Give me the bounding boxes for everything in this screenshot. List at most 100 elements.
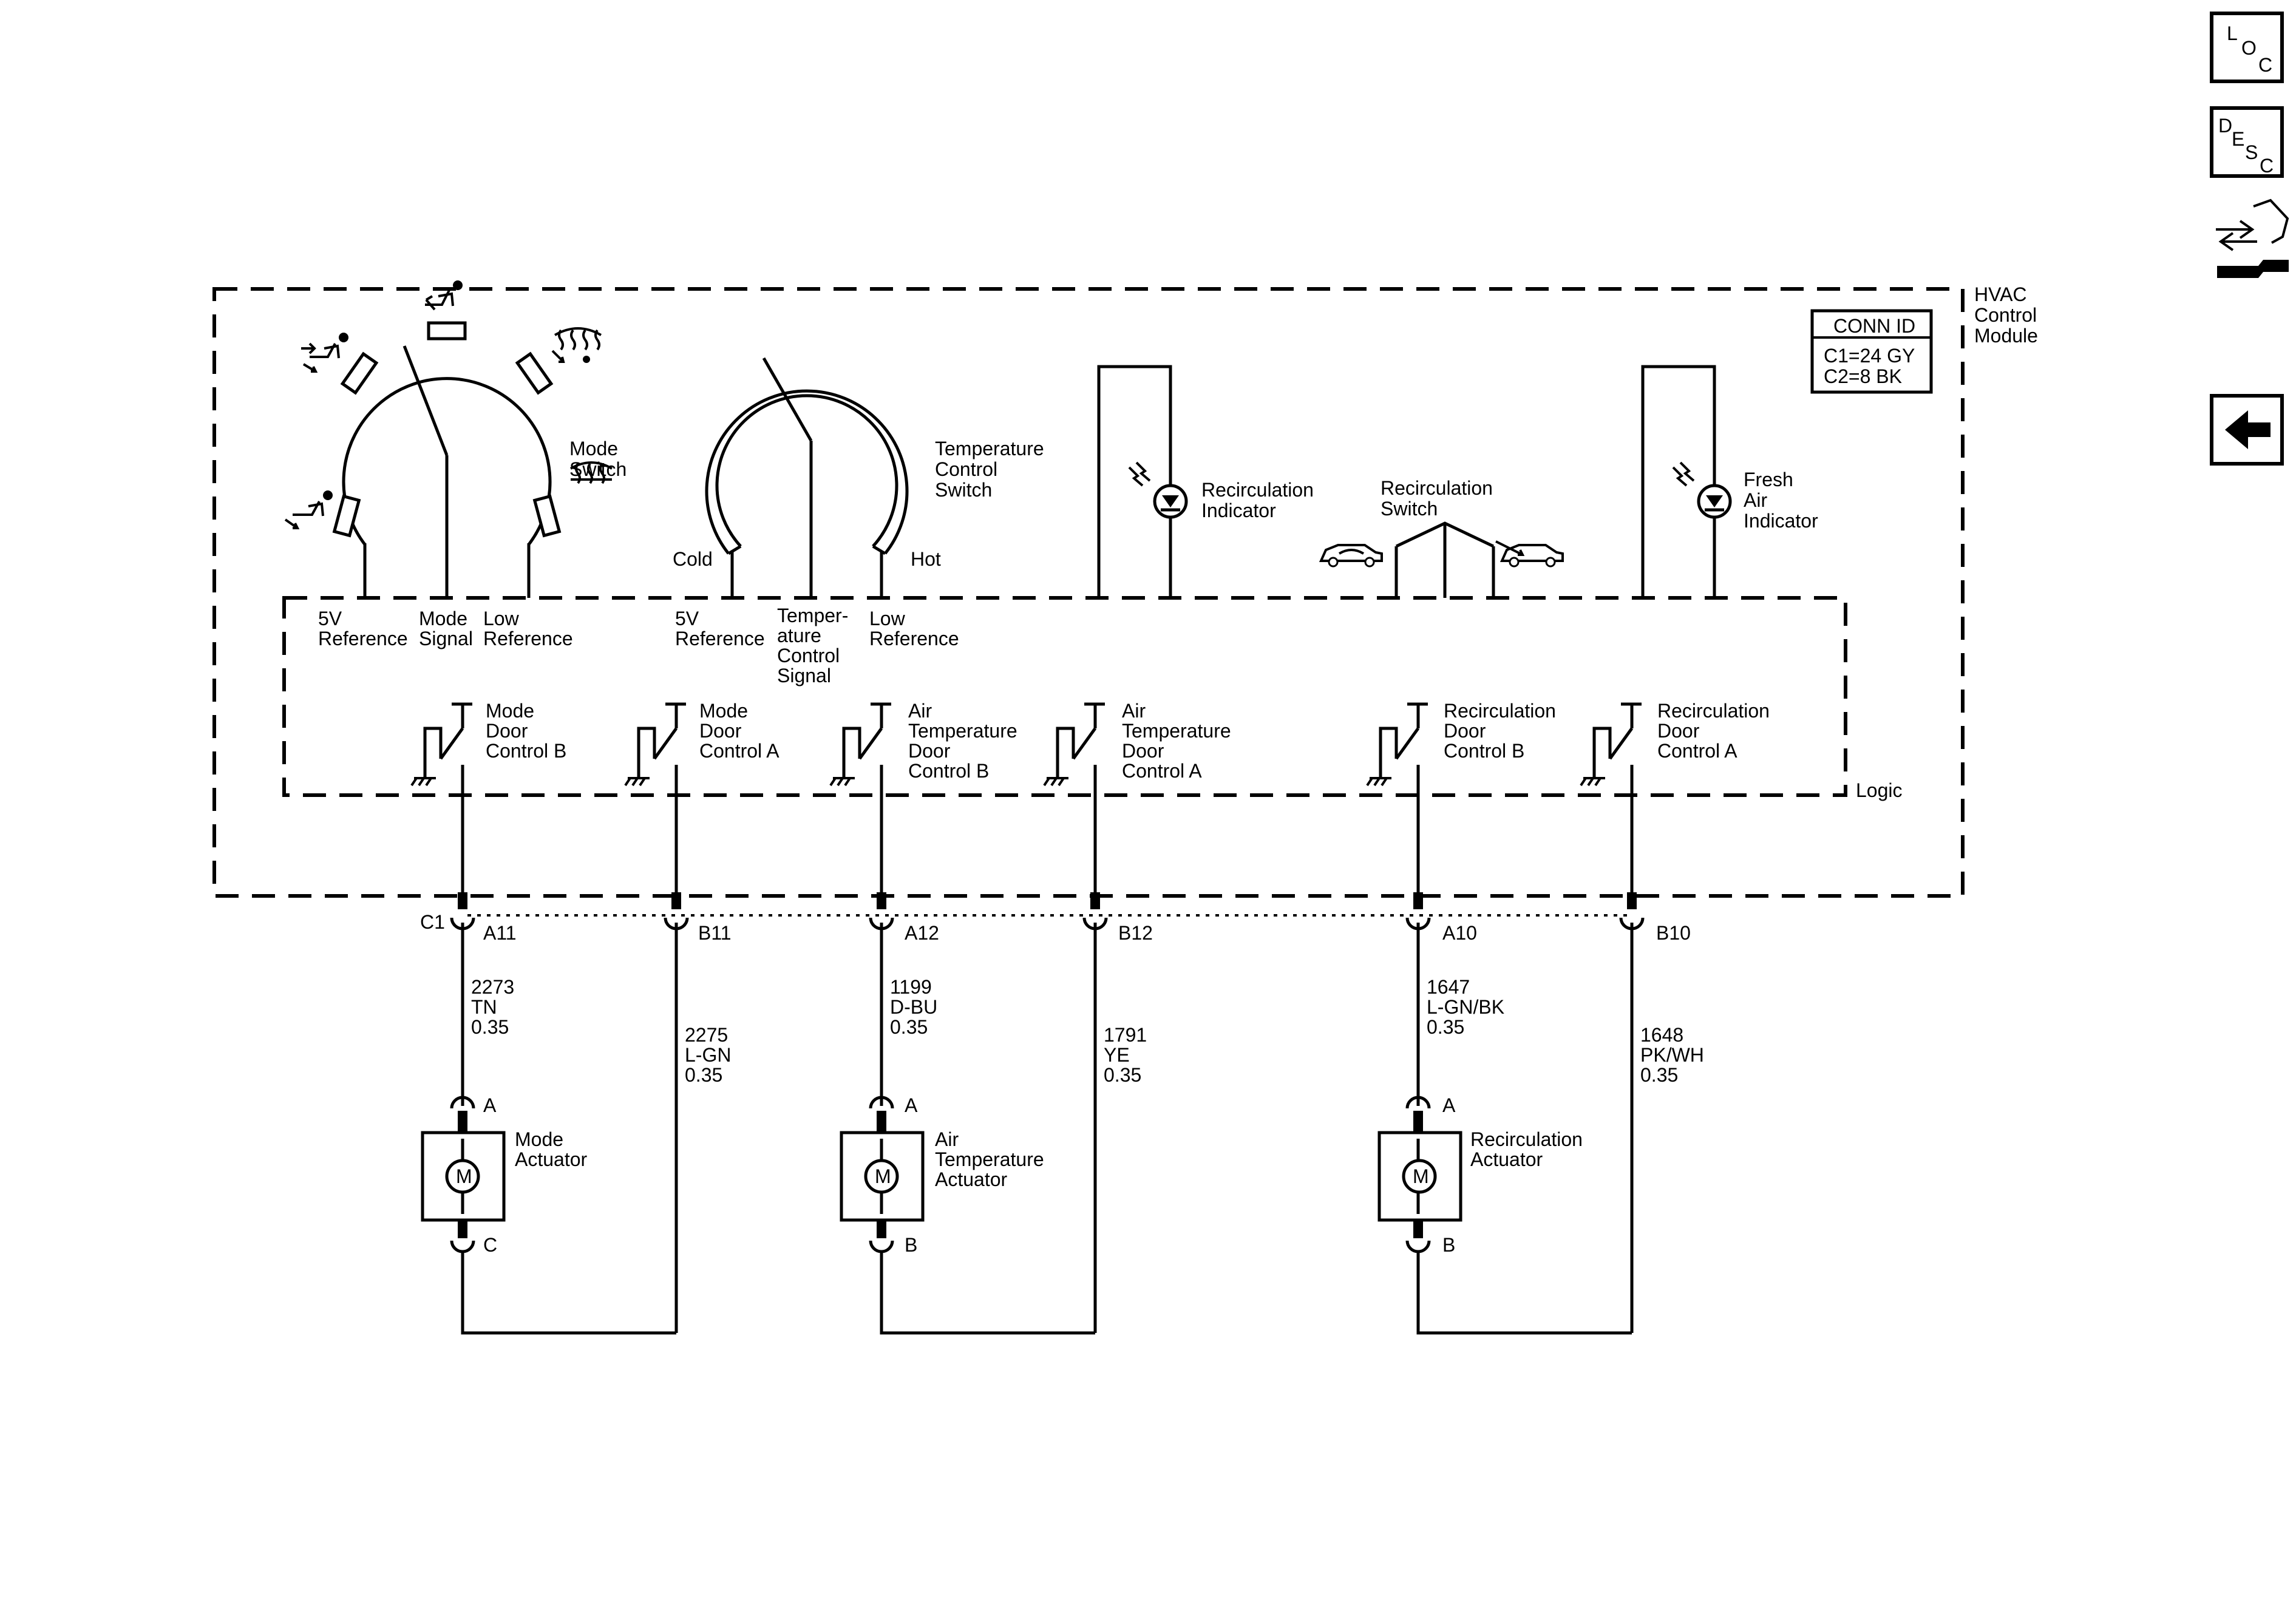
wire-6-size: 0.35 — [1640, 1064, 1678, 1086]
service-tool-icon[interactable] — [2216, 198, 2289, 278]
temp-term-2-line4: Signal — [777, 665, 831, 686]
wire-6-color: PK/WH — [1640, 1044, 1704, 1066]
recirc-indicator-label-2: Indicator — [1201, 500, 1276, 521]
driver-6-label-1: Recirculation — [1657, 700, 1770, 722]
pin-b11-label: B11 — [698, 922, 732, 944]
air-actuator-pin-top: A — [905, 1094, 918, 1116]
driver-mode-door-b: Mode Door Control B — [410, 700, 566, 892]
driver-5-label-1: Recirculation — [1444, 700, 1556, 722]
mode-switch-label-2: Switch — [569, 458, 627, 480]
recirculation-indicator: Recirculation Indicator — [1097, 365, 1314, 598]
mode-term-2-line2: Signal — [419, 628, 473, 649]
wire-6-circuit: 1648 — [1640, 1024, 1683, 1046]
loc-letter-l: L — [2227, 22, 2238, 44]
driver-4-label-3: Door — [1122, 740, 1164, 762]
driver-5-label-3: Control B — [1444, 740, 1524, 762]
desc-letter-c: C — [2260, 155, 2274, 177]
air-actuator-label-3: Actuator — [935, 1168, 1008, 1190]
temp-term-3-line2: Reference — [869, 628, 959, 649]
wire-2273: 2273 TN 0.35 — [471, 976, 514, 1038]
driver-recirc-door-a: Recirculation Door Control A — [1580, 700, 1770, 892]
driver-air-temp-door-a: Air Temperature Door Control A — [1043, 700, 1231, 892]
temp-term-3-line1: Low — [869, 608, 906, 629]
recirc-car-icon — [1319, 544, 1383, 568]
temp-hot-label: Hot — [911, 548, 941, 570]
driver-4-label-4: Control A — [1122, 760, 1202, 782]
connector-pins: A11 B11 A12 B12 A10 B10 — [450, 892, 1691, 944]
recirc-actuator-pin-bottom: B — [1442, 1234, 1455, 1256]
hvac-module-boundary — [212, 287, 1965, 898]
driver-1-label-1: Mode — [486, 700, 534, 722]
back-button[interactable] — [2210, 394, 2284, 466]
pin-b10-label: B10 — [1656, 922, 1691, 944]
wire-2275: 2275 L-GN 0.35 — [685, 1024, 731, 1086]
driver-3-label-3: Door — [908, 740, 951, 762]
mode-actuator-pin-top: A — [483, 1094, 497, 1116]
recirculation-actuator: A M B Recirculation Actuator — [1377, 1094, 1583, 1256]
temp-term-2-line1: Temper- — [777, 605, 848, 626]
mode-actuator: A M C Mode Actuator — [421, 1094, 588, 1256]
recirc-indicator-label-1: Recirculation — [1201, 479, 1314, 501]
wire-4-circuit: 1791 — [1104, 1024, 1147, 1046]
wire-2-color: L-GN — [685, 1044, 731, 1066]
desc-letter-e: E — [2232, 128, 2244, 150]
module-name-line3: Module — [1974, 325, 2038, 347]
mode-term-1-line1: 5V — [318, 608, 342, 629]
wire-5-color: L-GN/BK — [1427, 996, 1504, 1018]
temp-switch-label-1: Temperature — [935, 438, 1044, 459]
mode-actuator-motor: M — [456, 1165, 472, 1187]
wire-1-circuit: 2273 — [471, 976, 514, 998]
temp-term-2-line3: Control — [777, 645, 840, 666]
conn-id-box: CONN ID C1=24 GY C2=8 BK — [1810, 309, 1933, 394]
vent-bilevel-icon — [301, 333, 348, 373]
back-arrow-icon — [2225, 410, 2271, 449]
mode-actuator-label-1: Mode — [515, 1128, 563, 1150]
driver-6-label-3: Control A — [1657, 740, 1737, 762]
recirc-actuator-motor: M — [1413, 1165, 1429, 1187]
pin-a10-label: A10 — [1442, 922, 1477, 944]
defrost-floor-icon — [551, 327, 602, 363]
conn-id-c2: C2=8 BK — [1824, 365, 1902, 387]
wire-3-color: D-BU — [890, 996, 937, 1018]
wire-1648: 1648 PK/WH 0.35 — [1640, 1024, 1704, 1086]
wire-1199: 1199 D-BU 0.35 — [890, 976, 937, 1038]
recirc-actuator-label-1: Recirculation — [1470, 1128, 1583, 1150]
logic-label: Logic — [1856, 779, 1903, 801]
fresh-indicator-label-2: Air — [1744, 489, 1767, 511]
driver-4-label-2: Temperature — [1122, 720, 1231, 742]
mode-term-3-line2: Reference — [483, 628, 573, 649]
wire-2-size: 0.35 — [685, 1064, 722, 1086]
temp-cold-label: Cold — [673, 548, 713, 570]
module-name-line2: Control — [1974, 304, 2037, 326]
driver-1-label-3: Control B — [486, 740, 566, 762]
temp-term-1-line1: 5V — [675, 608, 699, 629]
recirc-switch-label-1: Recirculation — [1381, 477, 1493, 499]
wire-1647: 1647 L-GN/BK 0.35 — [1427, 976, 1504, 1038]
driver-air-temp-door-b: Air Temperature Door Control B — [829, 700, 1017, 892]
pin-a11-label: A11 — [483, 922, 517, 944]
conn-id-c1: C1=24 GY — [1824, 345, 1915, 367]
wire-1-size: 0.35 — [471, 1016, 509, 1038]
driver-1-label-2: Door — [486, 720, 528, 742]
air-actuator-label-2: Temperature — [935, 1148, 1044, 1170]
temp-switch-label-3: Switch — [935, 479, 992, 501]
vent-panel-icon — [425, 280, 463, 311]
air-actuator-label-1: Air — [935, 1128, 959, 1150]
fresh-indicator-label-1: Fresh — [1744, 469, 1793, 490]
driver-3-label-2: Temperature — [908, 720, 1017, 742]
loc-button[interactable]: L O C — [2210, 12, 2284, 83]
loc-letter-c: C — [2258, 54, 2272, 76]
mode-term-3-line1: Low — [483, 608, 520, 629]
driver-2-label-3: Control A — [699, 740, 779, 762]
defrost-icon — [569, 461, 613, 484]
wire-3-circuit: 1199 — [890, 976, 932, 998]
driver-3-label-4: Control B — [908, 760, 989, 782]
wire-1-color: TN — [471, 996, 497, 1018]
wire-4-size: 0.35 — [1104, 1064, 1141, 1086]
fresh-indicator-label-3: Indicator — [1744, 510, 1818, 532]
wire-1791: 1791 YE 0.35 — [1104, 1024, 1147, 1086]
desc-button[interactable]: D E S C — [2210, 106, 2284, 178]
pin-a12-label: A12 — [905, 922, 939, 944]
fresh-air-car-icon — [1495, 540, 1564, 568]
driver-6-label-2: Door — [1657, 720, 1700, 742]
